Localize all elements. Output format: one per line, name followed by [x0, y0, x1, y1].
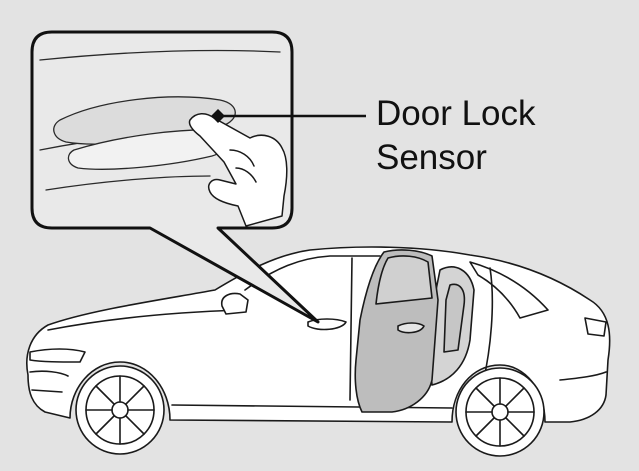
side-mirror — [220, 292, 249, 315]
inset-detail — [39, 49, 281, 191]
callout-label: Door Lock Sensor — [376, 92, 536, 180]
rear-window — [469, 261, 549, 319]
car-illustration — [26, 246, 611, 457]
callout-label-line2: Sensor — [376, 138, 487, 177]
tail-light — [584, 317, 607, 337]
headlight — [29, 348, 86, 363]
front-bumper — [29, 370, 69, 393]
hand-touch-icon — [188, 113, 288, 227]
seat-back — [443, 283, 466, 353]
inset-door-panel-line — [39, 49, 281, 61]
front-wheel — [75, 365, 165, 455]
rear-wheel — [455, 367, 545, 457]
open-door-handle — [397, 322, 425, 334]
open-door-window — [375, 255, 433, 305]
hood-crease — [47, 309, 241, 331]
inset-lower-line — [45, 175, 211, 191]
rear-bumper — [559, 371, 607, 381]
inset-handle — [67, 129, 229, 170]
callout-label-line1: Door Lock — [376, 94, 536, 133]
diamond-marker-icon — [211, 109, 225, 123]
